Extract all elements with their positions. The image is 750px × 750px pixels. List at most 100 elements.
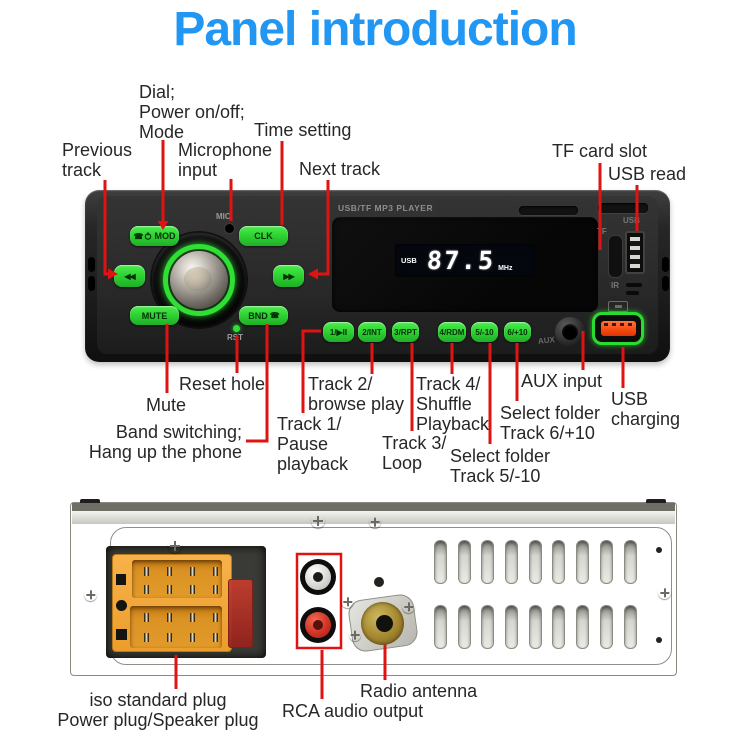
label-band-switching: Band switching; Hang up the phone bbox=[88, 422, 242, 463]
label-iso-plug: iso standard plug Power plug/Speaker plu… bbox=[57, 690, 259, 731]
preset-5-folder-down-button[interactable]: 5/-10 bbox=[471, 322, 498, 342]
next-track-icon: ▶▶ bbox=[283, 271, 294, 281]
previous-track-icon: ◀◀ bbox=[124, 271, 135, 281]
ir-receiver-icon bbox=[626, 283, 642, 287]
volume-knob-ring bbox=[163, 244, 235, 316]
next-track-button[interactable]: ▶▶ bbox=[273, 265, 304, 287]
bnd-button-label: BND bbox=[248, 310, 268, 321]
label-tf-card-slot: TF card slot bbox=[552, 141, 648, 161]
screw bbox=[369, 516, 381, 528]
battery-icon bbox=[608, 301, 628, 312]
label-usb-read: USB read bbox=[608, 164, 687, 184]
tf-label: TF bbox=[597, 227, 607, 236]
chassis-hole bbox=[656, 547, 662, 553]
label-track3-loop: Track 3/ Loop bbox=[382, 433, 447, 474]
mount-slot bbox=[662, 257, 669, 272]
mic-label: MIC bbox=[216, 212, 231, 221]
vent-slots-bottom bbox=[434, 605, 637, 649]
label-aux-input: AUX input bbox=[521, 371, 603, 391]
screw bbox=[402, 600, 415, 613]
mute-button-label: MUTE bbox=[141, 310, 168, 321]
page-title: Panel introduction bbox=[173, 3, 577, 56]
phone-icon: ☎ bbox=[133, 231, 144, 241]
preset-4-label: 4/RDM bbox=[439, 327, 465, 337]
volume-knob[interactable] bbox=[170, 251, 228, 309]
preset-6-label: 6/+10 bbox=[507, 327, 528, 337]
face-slot bbox=[519, 206, 578, 215]
preset-5-label: 5/-10 bbox=[475, 327, 494, 337]
preset-6-folder-up-button[interactable]: 6/+10 bbox=[504, 322, 531, 342]
reset-hole bbox=[233, 325, 240, 332]
rca-jack-red bbox=[300, 607, 336, 643]
label-track5-folder: Select folder Track 5/-10 bbox=[450, 446, 551, 487]
clock-button[interactable]: CLK bbox=[239, 226, 288, 246]
label-microphone-input: Microphone input bbox=[178, 140, 273, 181]
preset-2-int-button[interactable]: 2/INT bbox=[358, 322, 386, 342]
antenna-socket-hole bbox=[376, 615, 393, 632]
rear-top-edge bbox=[72, 503, 675, 511]
chassis-hole bbox=[656, 637, 662, 643]
rst-label: RST bbox=[227, 333, 243, 342]
mod-button-label: MOD bbox=[154, 231, 176, 241]
ir-receiver-icon bbox=[626, 291, 639, 295]
label-previous-track: Previous track bbox=[62, 140, 133, 181]
screw bbox=[658, 586, 671, 599]
mount-slot bbox=[88, 276, 95, 291]
label-track2-browse: Track 2/ browse play bbox=[308, 374, 405, 415]
label-next-track: Next track bbox=[299, 159, 381, 179]
clk-button-label: CLK bbox=[254, 231, 273, 241]
usb-charging-port bbox=[592, 312, 644, 345]
rca-jack-white bbox=[300, 559, 336, 595]
label-time-setting: Time setting bbox=[254, 120, 352, 140]
tf-card-slot bbox=[608, 235, 623, 278]
lcd-source: USB bbox=[401, 256, 417, 265]
aux-jack bbox=[555, 317, 585, 347]
label-reset-hole: Reset hole bbox=[179, 374, 266, 394]
lcd-screen: USB 87.5 MHz bbox=[395, 244, 535, 277]
label-mute: Mute bbox=[146, 395, 187, 415]
face-slot bbox=[598, 203, 648, 213]
power-icon bbox=[145, 232, 152, 240]
fuse-holder bbox=[228, 579, 253, 648]
aux-label: AUX bbox=[537, 335, 556, 346]
label-rca-output: RCA audio output bbox=[282, 701, 424, 721]
preset-1-play-pause-button[interactable]: 1/▶II bbox=[323, 322, 354, 342]
iso-notch bbox=[116, 600, 127, 611]
usb-label: USB bbox=[623, 216, 640, 225]
preset-1-label: 1/▶II bbox=[329, 327, 348, 337]
label-dial-power-mode: Dial; Power on/off; Mode bbox=[139, 82, 245, 143]
previous-track-button[interactable]: ◀◀ bbox=[114, 265, 145, 287]
usb-charging-tongue bbox=[601, 321, 636, 336]
label-radio-antenna: Radio antenna bbox=[360, 681, 478, 701]
band-button[interactable]: BND ☎ bbox=[239, 306, 288, 325]
lcd-frequency: 87.5 bbox=[425, 246, 497, 275]
screw bbox=[168, 539, 182, 553]
preset-3-label: 3/RPT bbox=[394, 327, 417, 337]
preset-4-rdm-button[interactable]: 4/RDM bbox=[438, 322, 466, 342]
preset-3-rpt-button[interactable]: 3/RPT bbox=[392, 322, 419, 342]
chassis-hole bbox=[374, 577, 384, 587]
label-usb-charging: USB charging bbox=[611, 389, 681, 430]
iso-notch bbox=[116, 629, 127, 640]
screw bbox=[84, 588, 97, 601]
microphone-hole bbox=[224, 223, 235, 234]
mod-power-button[interactable]: ☎ MOD bbox=[130, 226, 179, 246]
screw bbox=[349, 629, 361, 641]
label-track1-pause: Track 1/ Pause playback bbox=[277, 414, 349, 475]
screw bbox=[341, 595, 354, 608]
stereo-rear-chassis bbox=[70, 502, 677, 676]
iso-notch bbox=[116, 574, 126, 585]
usb-contacts bbox=[630, 236, 640, 269]
screw bbox=[311, 514, 325, 528]
lcd-unit: MHz bbox=[498, 265, 513, 272]
mount-slot bbox=[88, 257, 95, 272]
phone-icon: ☎ bbox=[269, 311, 280, 320]
brand-text: USB/TF MP3 PLAYER bbox=[338, 203, 434, 213]
label-track4-shuffle: Track 4/ Shuffle Playback bbox=[416, 374, 490, 435]
usb-port bbox=[625, 231, 645, 274]
preset-2-label: 2/INT bbox=[362, 327, 382, 337]
vent-slots-top bbox=[434, 540, 637, 584]
mute-button[interactable]: MUTE bbox=[130, 306, 179, 325]
mount-slot bbox=[662, 276, 669, 291]
